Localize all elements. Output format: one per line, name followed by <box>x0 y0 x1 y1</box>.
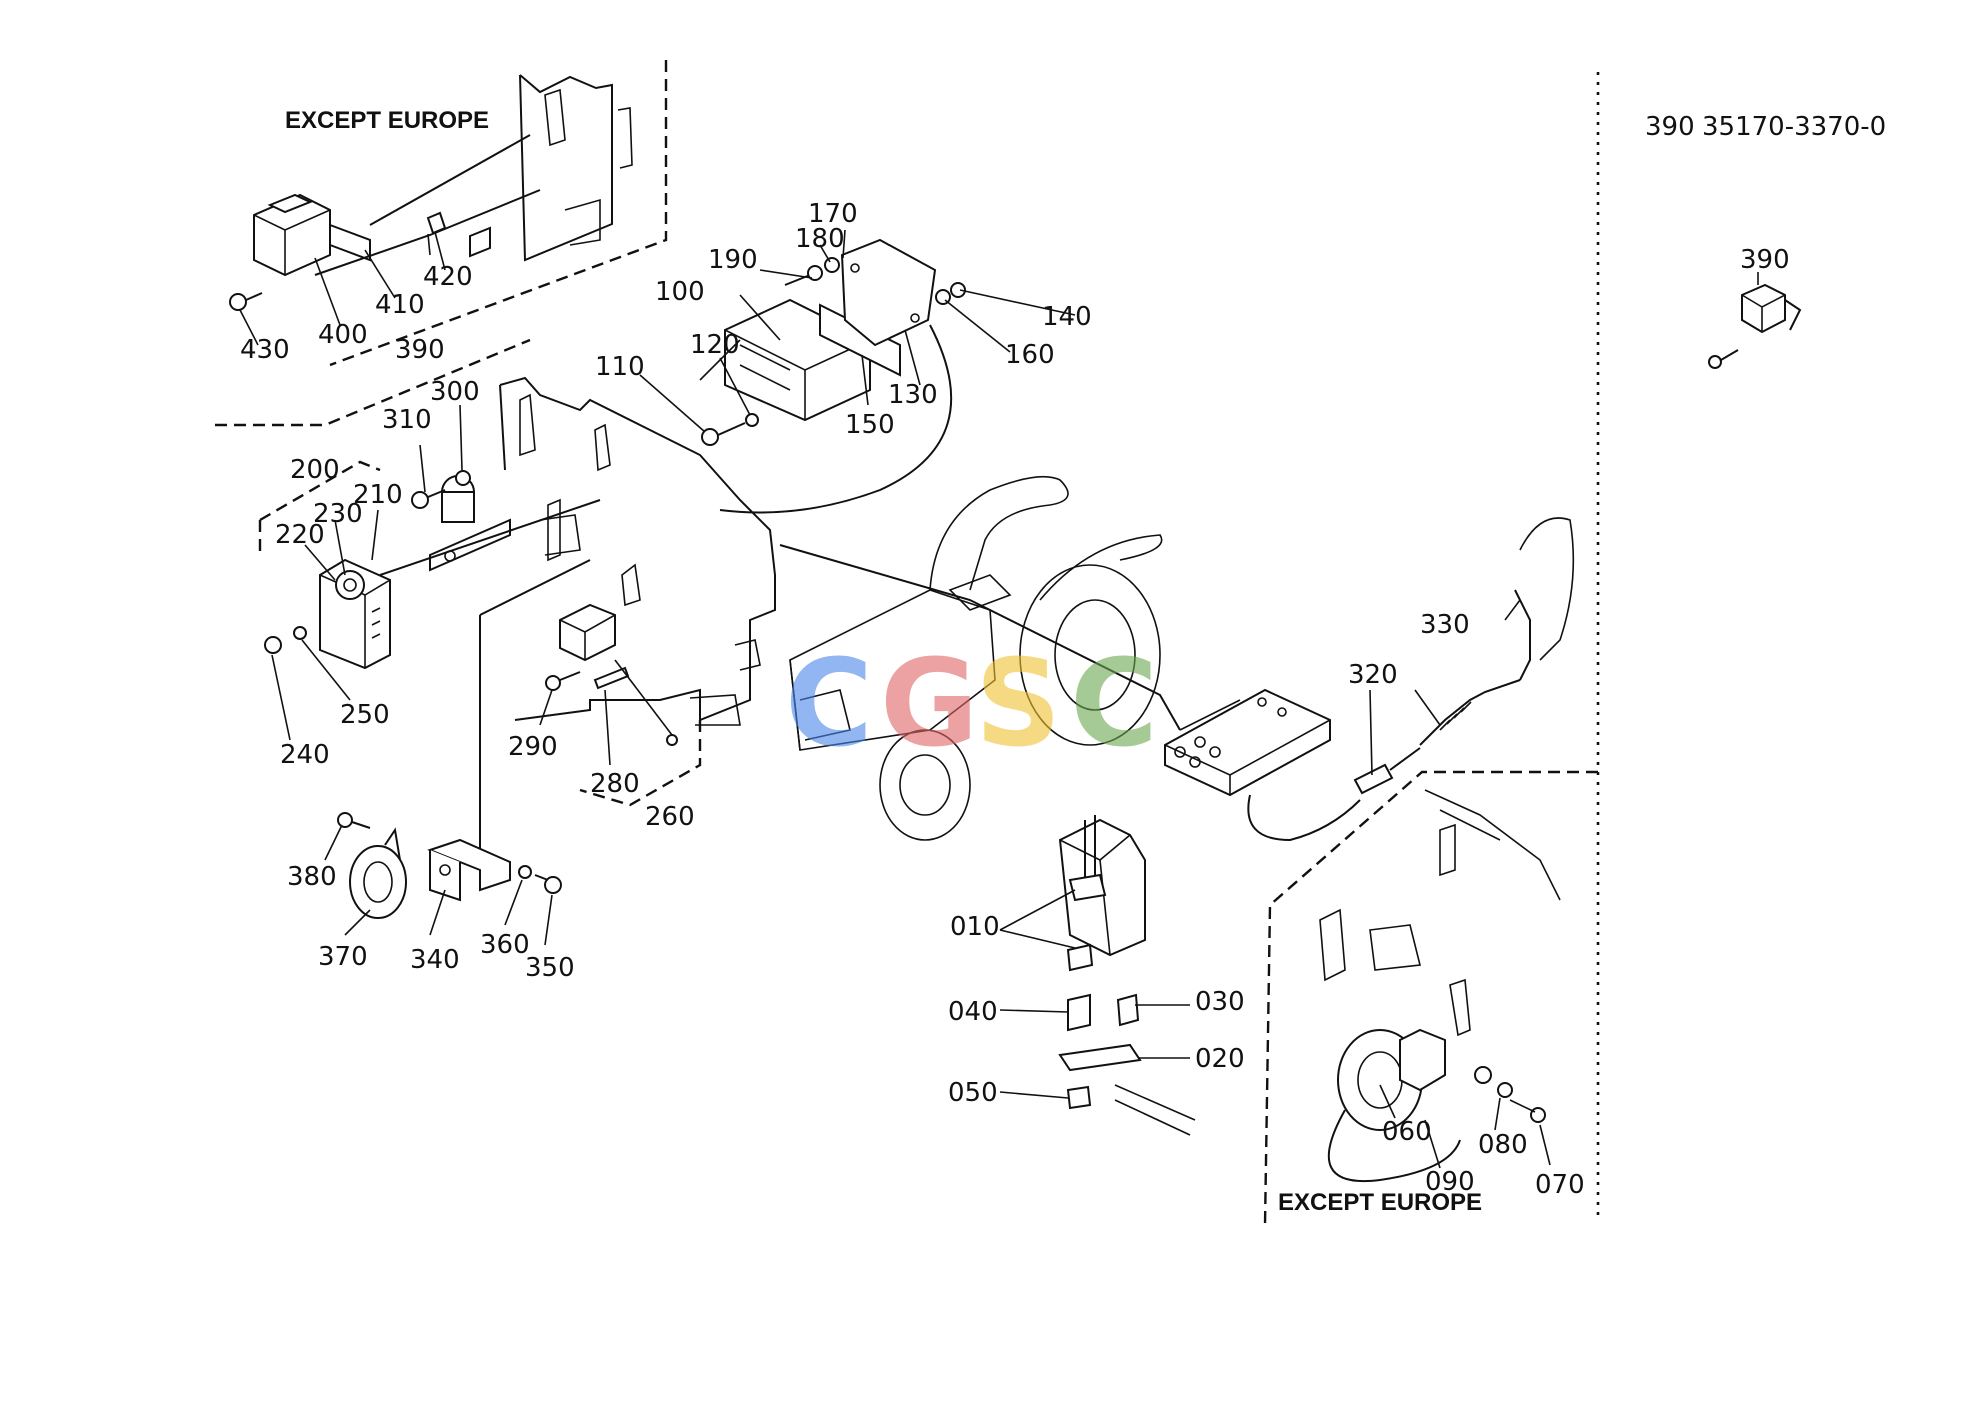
battery-cable-assembly <box>1164 517 1575 842</box>
callout-310: 310 <box>382 405 432 435</box>
top-left-assembly <box>229 74 633 311</box>
watermark-letter-4: C <box>1070 635 1158 774</box>
callout-150: 150 <box>845 410 895 440</box>
watermark-letter-3: S <box>975 635 1061 774</box>
group-boundaries <box>215 60 1600 1226</box>
tractor-outline <box>779 475 1241 841</box>
reference-part-code: 35170-3370-0 <box>1702 112 1886 142</box>
callout-370: 370 <box>318 942 368 972</box>
callout-190: 190 <box>708 245 758 275</box>
relay-assembly-100 <box>701 238 966 514</box>
callout-210: 210 <box>353 480 403 510</box>
horn-assembly-370 <box>337 812 562 919</box>
callout-330: 330 <box>1420 610 1470 640</box>
except-europe-label-top: EXCEPT EUROPE <box>285 107 489 134</box>
callout-200: 200 <box>290 455 340 485</box>
callout-380: 380 <box>287 862 337 892</box>
callout-250: 250 <box>340 700 390 730</box>
callout-170: 170 <box>808 199 858 229</box>
main-panel-assembly <box>264 376 776 850</box>
callout-140: 140 <box>1042 302 1092 332</box>
callout-070: 070 <box>1535 1170 1585 1200</box>
reference-part-number: 390 <box>1645 112 1695 142</box>
callout-230: 230 <box>313 499 363 529</box>
watermark-letter-2: G <box>880 635 979 774</box>
callout-060: 060 <box>1382 1117 1432 1147</box>
callout-130: 130 <box>888 380 938 410</box>
callout-290: 290 <box>508 732 558 762</box>
callout-400: 400 <box>318 320 368 350</box>
callout-430: 430 <box>240 335 290 365</box>
callout-350: 350 <box>525 953 575 983</box>
except-europe-label-bottom: EXCEPT EUROPE <box>1278 1189 1482 1216</box>
callout-180: 180 <box>795 224 845 254</box>
callout-220: 220 <box>275 520 325 550</box>
callout-030: 030 <box>1195 987 1245 1017</box>
callout-160: 160 <box>1005 340 1055 370</box>
callout-020: 020 <box>1195 1044 1245 1074</box>
callout-040: 040 <box>948 997 998 1027</box>
callout-390-top-left: 390 <box>395 335 445 365</box>
callout-390-top-right: 390 <box>1740 245 1790 275</box>
callout-260: 260 <box>645 802 695 832</box>
callout-110: 110 <box>595 352 645 382</box>
callout-labels: 010 020 030 040 050 060 070 080 090 100 … <box>240 199 1790 1200</box>
callout-320: 320 <box>1348 660 1398 690</box>
callout-280: 280 <box>590 769 640 799</box>
callout-100: 100 <box>655 277 705 307</box>
reference-part-390 <box>1708 283 1802 369</box>
callout-080: 080 <box>1478 1130 1528 1160</box>
callout-300: 300 <box>430 377 480 407</box>
switch-bracket-010 <box>1058 815 1196 1136</box>
callout-120: 120 <box>690 330 740 360</box>
callout-050: 050 <box>948 1078 998 1108</box>
callout-420: 420 <box>423 262 473 292</box>
callout-410: 410 <box>375 290 425 320</box>
watermark-letter-1: C <box>785 635 873 774</box>
watermark: C G S C <box>785 635 1158 774</box>
callout-010: 010 <box>950 912 1000 942</box>
callout-090: 090 <box>1425 1167 1475 1197</box>
bottom-right-horn-assembly <box>1319 789 1561 1183</box>
callout-340: 340 <box>410 945 460 975</box>
leader-lines <box>239 229 1759 1169</box>
callout-360: 360 <box>480 930 530 960</box>
callout-240: 240 <box>280 740 330 770</box>
